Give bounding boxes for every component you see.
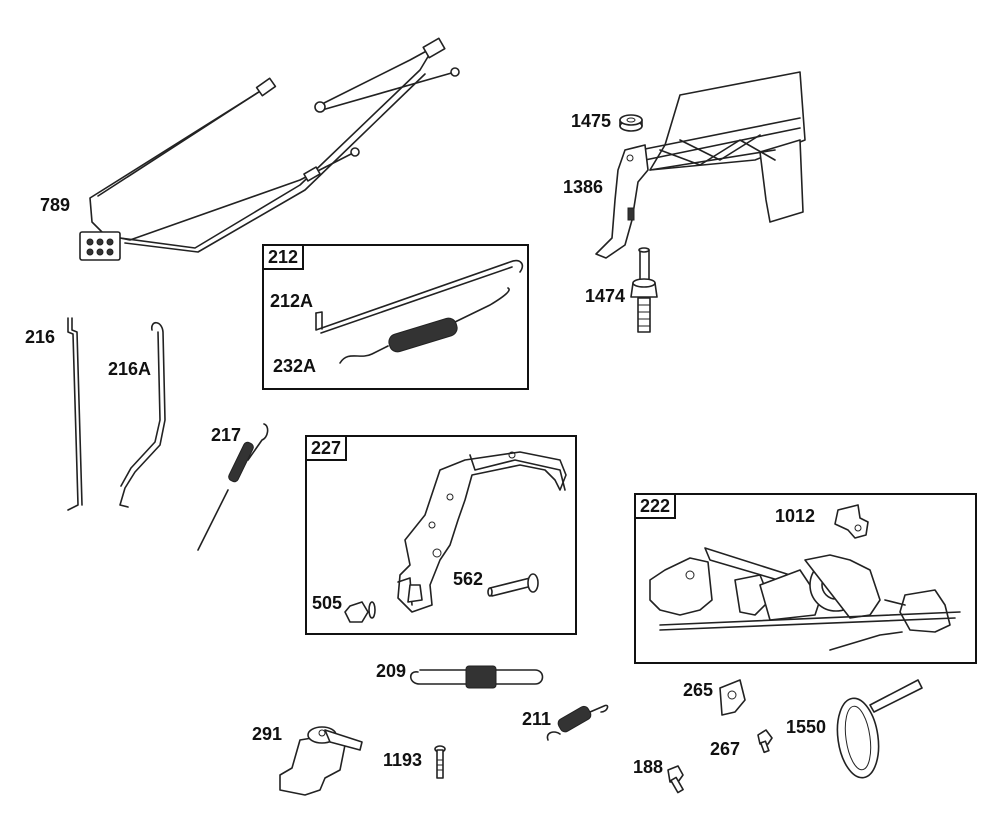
part-label-291: 291 — [252, 724, 283, 744]
nut-washer-505-drawing — [344, 601, 376, 623]
part-label-188: 188 — [633, 757, 664, 777]
link-rod-212A-drawing — [315, 259, 524, 334]
part-label-1475: 1475 — [571, 111, 612, 131]
spring-232A-drawing — [339, 287, 510, 364]
rod-216A-drawing — [119, 321, 166, 508]
part-label-267: 267 — [710, 739, 741, 759]
spring-217-drawing — [197, 423, 269, 551]
control-bracket-227-drawing — [397, 451, 567, 613]
part-label-265: 265 — [683, 680, 714, 700]
control-assembly-222-drawing — [649, 547, 961, 651]
spring-209-drawing — [409, 665, 544, 689]
part-label-1386: 1386 — [563, 177, 604, 197]
part-label-562: 562 — [453, 569, 484, 589]
screw-188-drawing — [667, 765, 684, 794]
bracket-291-drawing — [279, 726, 363, 796]
group-227-box — [305, 435, 577, 635]
group-212-box — [262, 244, 529, 390]
group-label-222: 222 — [634, 493, 677, 519]
part-label-505: 505 — [312, 593, 343, 613]
part-label-209: 209 — [376, 661, 407, 681]
part-label-789: 789 — [40, 195, 71, 215]
part-label-216A: 216A — [108, 359, 152, 379]
bolt-1193-drawing — [434, 745, 446, 779]
part-label-211: 211 — [522, 709, 552, 729]
screw-267-drawing — [757, 729, 773, 754]
group-222-box — [634, 493, 977, 664]
part-label-212A: 212A — [270, 291, 314, 311]
rod-216-drawing — [67, 317, 83, 511]
spring-211-drawing — [546, 704, 609, 741]
part-label-232A: 232A — [273, 356, 317, 376]
part-label-1012: 1012 — [775, 506, 816, 526]
part-label-216: 216 — [25, 327, 56, 347]
group-label-212: 212 — [262, 244, 305, 270]
wiring-harness-drawing — [79, 37, 460, 261]
part-label-217: 217 — [211, 425, 242, 445]
clip-265-drawing — [719, 679, 746, 716]
group-label-227: 227 — [305, 435, 348, 461]
belt-guide-1550-drawing — [836, 679, 923, 779]
bolt-562-drawing — [487, 573, 539, 597]
pin-1474-drawing — [630, 247, 658, 333]
part-label-1193: 1193 — [383, 750, 423, 770]
nut-1475-drawing — [619, 114, 643, 132]
part-label-1474: 1474 — [585, 286, 626, 306]
part-label-1550: 1550 — [786, 717, 827, 737]
bracket-1012-drawing — [834, 504, 869, 539]
chute-deflector-1386-drawing — [595, 71, 806, 259]
